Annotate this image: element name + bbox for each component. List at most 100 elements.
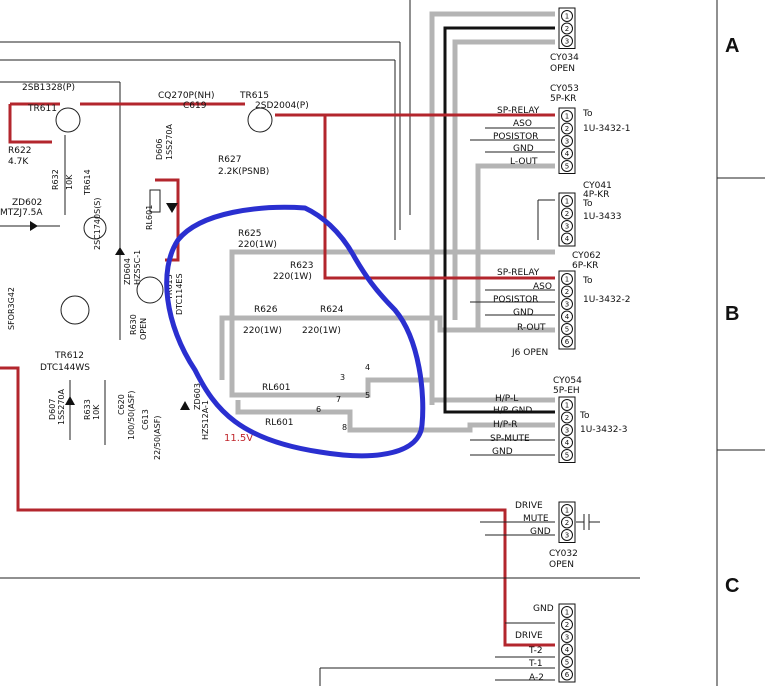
cyc-sig-1: GND [533,604,554,614]
tr611-symbol [55,107,81,133]
cy032-pin-1 [561,504,573,516]
capacitor-cy032 [576,514,600,530]
cy041-dest: 1U-3433 [583,212,621,222]
cy062-pin-label-5: 5 [565,326,569,334]
wiring-top [0,0,411,340]
cy054-sig-2: H/P-GND [493,406,532,416]
cyc-pin-3 [561,631,573,643]
cy062-pin-label-6: 6 [565,338,570,346]
cy054-name: CY054 [553,376,582,386]
cy053-sig-2: ASO [513,119,532,129]
tr615-id: TR615 [239,91,269,101]
cy054-dest: 1U-3432-3 [580,425,627,435]
contact-5: 5 [365,391,370,400]
cy062-pin-4 [561,310,573,323]
tr613-val: DTC114ES [175,273,184,315]
contact-6: 6 [316,405,321,414]
cy034-pin-3 [561,35,573,47]
cy053-pin-5 [561,160,573,172]
cy032-pin-column: 123 [558,501,576,543]
cy054-pin-label-5: 5 [565,452,569,460]
cy062-sig-3: POSISTOR [493,295,538,305]
cy053-pin-2 [561,122,573,135]
cy041-type: 4P-KR [583,190,609,200]
cy062-extra: J6 OPEN [511,348,548,358]
r633-id: R633 [83,399,92,420]
cy062-type: 6P-KR [572,261,598,271]
relay-b-label: RL601 [265,418,293,428]
cy062-sig-2: ASO [533,282,552,292]
zd603-id: ZD603 [193,383,202,410]
r623-id: R623 [290,261,313,271]
cy053-type: 5P-KR [550,94,576,104]
cy034-type: OPEN [550,64,575,74]
cy062-pin-1 [561,273,573,285]
cy032-pin-2 [561,516,573,529]
cy054-pin-3 [561,424,573,436]
cy041-name: CY041 [583,181,612,191]
cy053-name: CY053 [550,84,579,94]
cy054-housing [558,396,576,463]
cy053-sig-5: L-OUT [510,157,538,167]
cy053-pin-label-1: 1 [565,113,569,121]
rl601-coil-id: RL601 [145,205,154,230]
resistor-network: R625 220(1W) R623 220(1W) R626 220(1W) R… [238,229,370,432]
cy032-pin-label-1: 1 [565,507,569,515]
cy062-pin-label-3: 3 [565,301,569,309]
r622-id: R622 [8,146,31,156]
d607-val: 1SS270A [57,388,66,425]
r624-val: 220(1W) [302,326,341,336]
cy054-type: 5P-EH [553,386,580,396]
blue-annotation-loop [164,204,426,459]
cy032-pin-3 [561,529,573,541]
gray-traces [219,11,555,433]
cyc-sig-3: T-2 [528,646,543,656]
cy054-sig-4: SP-MUTE [490,434,530,444]
section-label-b: B [725,303,739,325]
r626-id: R626 [254,305,278,315]
cy041-pin-4 [561,232,573,245]
cy053-pin-4 [561,147,573,160]
cy062-pin-3 [561,298,573,310]
section-label-a: A [725,35,739,57]
cy032-pin-label-3: 3 [565,532,569,540]
black-trace [443,26,555,414]
r632-val: 10K [65,174,74,190]
zd604-val: HZS5C-1 [133,250,142,285]
cy041-pin-3 [561,220,573,232]
cy062-sig-4: GND [513,308,534,318]
cy054-sig-1: H/P-L [495,394,518,404]
c613-id: C613 [141,409,150,430]
section-label-c: C [725,575,739,597]
tr613-id: TR613 [165,274,174,301]
cyc-pin-label-2: 2 [565,621,569,629]
tr611-type: 2SB1328(P) [22,83,75,93]
r624-id: R624 [320,305,344,315]
r633-val: 10K [92,404,101,420]
cy034-pin-label-2: 2 [565,25,569,33]
cy041-pin-label-1: 1 [565,198,569,206]
cyc-housing [558,603,576,683]
tr612-id: TR612 [54,351,84,361]
cy054-sig-3: H/P-R [493,420,518,430]
cy054-pin-label-1: 1 [565,402,569,410]
cy054-pin-4 [561,436,573,449]
cy041-housing [558,192,576,247]
cy054-pin-5 [561,449,573,461]
d606-val: 1SS270A [165,123,174,160]
cy062-pin-label-2: 2 [565,288,569,296]
cyc-pin-label-1: 1 [565,609,569,617]
cyc-pin-2 [561,618,573,631]
d606-id: D606 [155,139,164,160]
r626-val: 220(1W) [243,326,282,336]
cyc-pin-4 [561,643,573,656]
c620-id: C620 [117,394,126,415]
zd602-val: MTZJ7.5A [0,208,43,218]
cy053-housing [558,107,576,174]
cy032-sig-3: GND [530,527,551,537]
cy034-pin-column: 123 [558,7,576,49]
cyc-pin-1 [561,606,573,618]
